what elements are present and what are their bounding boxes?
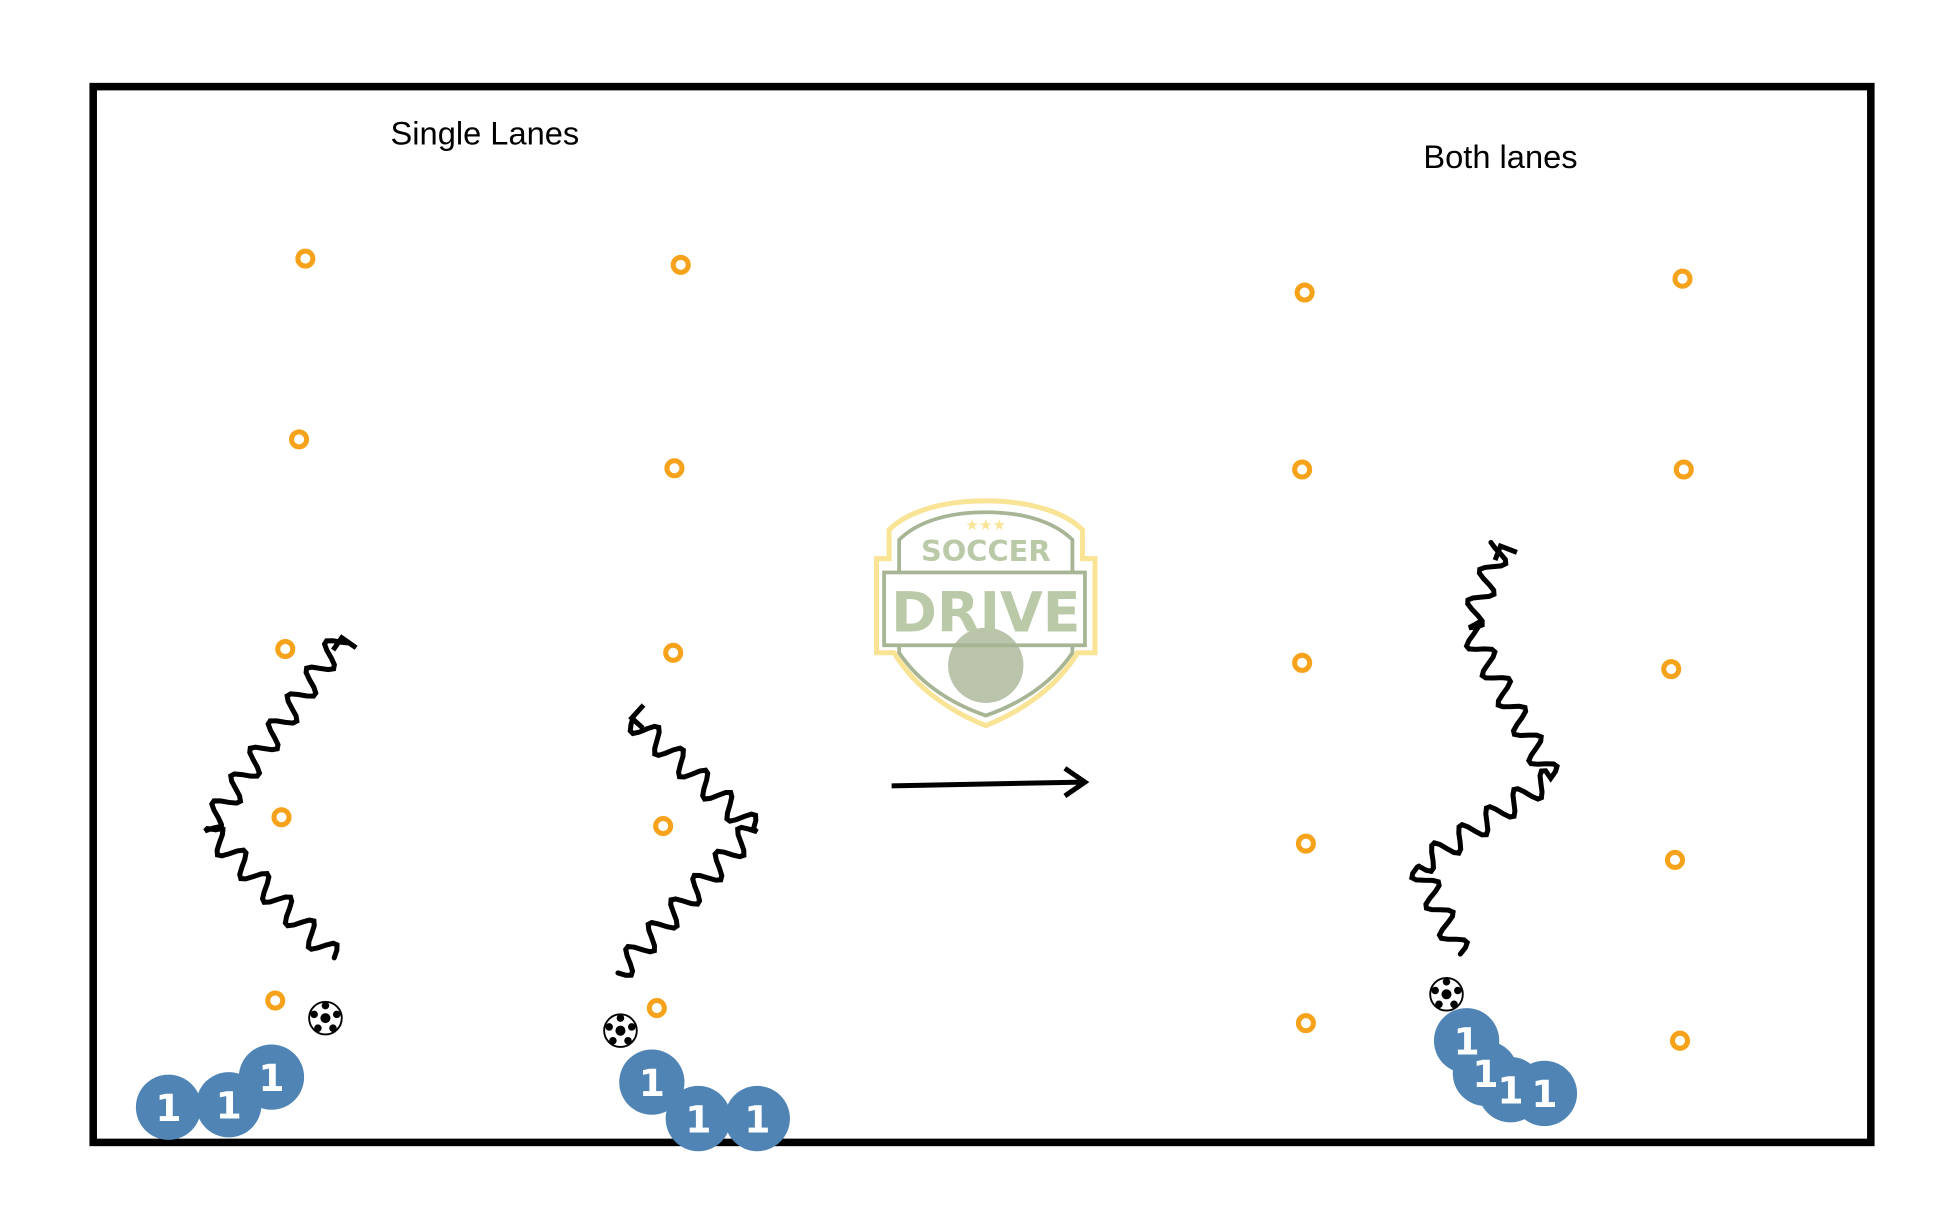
- cone-icon: [1672, 268, 1693, 289]
- label-single-lanes: Single Lanes: [391, 114, 580, 151]
- dribble-path: [203, 638, 352, 961]
- cone-icon: [1664, 849, 1686, 870]
- cone-icon: [275, 638, 296, 660]
- cone-icon: [653, 816, 674, 837]
- balls: [308, 977, 1464, 1048]
- player-number: 1: [1472, 1052, 1498, 1096]
- cone-icon: [289, 429, 310, 450]
- cone-icon: [646, 998, 667, 1019]
- path-arrowhead-icon: [331, 634, 358, 652]
- player-number: 1: [1453, 1020, 1479, 1064]
- player-number: 1: [216, 1084, 242, 1128]
- player-number: 1: [685, 1097, 711, 1141]
- dribble-path: [615, 713, 759, 978]
- player-marker: [238, 1044, 305, 1110]
- cone-icon: [1295, 1013, 1316, 1034]
- dribble-paths: [203, 539, 1560, 978]
- player-number: 1: [639, 1061, 665, 1105]
- logo-stars: ★★★: [966, 518, 1006, 534]
- path-arrowhead-icon: [628, 703, 646, 731]
- cone-icon: [265, 990, 286, 1011]
- field-boundary: [89, 82, 1875, 1147]
- cones: [265, 248, 1694, 1051]
- player-marker: [619, 1049, 685, 1115]
- cone-icon: [664, 458, 685, 479]
- cone-icon: [670, 254, 691, 275]
- soccer-ball-icon: [1429, 977, 1464, 1012]
- player-marker: [135, 1074, 202, 1140]
- cone-icon: [1294, 282, 1315, 303]
- player-marker: [724, 1085, 790, 1152]
- path-arrowhead-icon: [1492, 542, 1518, 562]
- soccer-ball-icon: [308, 1000, 343, 1036]
- cone-icon: [271, 807, 292, 828]
- player-number: 1: [1497, 1068, 1523, 1112]
- logo-text-drive: DRIVE: [891, 581, 1080, 645]
- cone-icon: [1669, 1030, 1691, 1051]
- players: [135, 1008, 1578, 1152]
- cone-icon: [1661, 659, 1682, 680]
- soccer-ball-icon: [603, 1013, 638, 1048]
- player-number: 1: [744, 1097, 770, 1141]
- cone-icon: [295, 248, 316, 269]
- label-both-lanes: Both lanes: [1423, 138, 1577, 175]
- movement-arrow: [891, 766, 1090, 798]
- player-number: 1: [155, 1086, 181, 1130]
- dribble-path: [1409, 539, 1560, 957]
- player-number: 1: [1531, 1072, 1557, 1116]
- player-marker: [1433, 1008, 1500, 1074]
- logo-text-soccer: SOCCER: [921, 534, 1051, 568]
- player-marker: [1511, 1060, 1578, 1127]
- cone-icon: [663, 642, 684, 663]
- cone-icon: [1295, 833, 1316, 854]
- cone-icon: [1292, 652, 1313, 673]
- logo-watermark: SOCCER DRIVE ★★★: [874, 498, 1098, 729]
- cone-icon: [1292, 459, 1313, 480]
- player-marker: [665, 1085, 731, 1152]
- cone-icon: [1673, 459, 1694, 480]
- player-number: 1: [258, 1056, 284, 1100]
